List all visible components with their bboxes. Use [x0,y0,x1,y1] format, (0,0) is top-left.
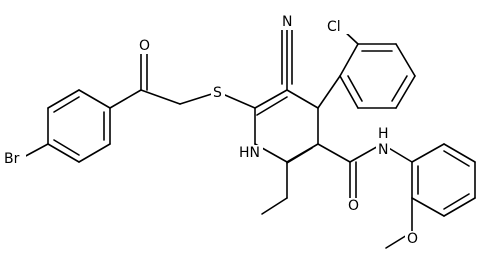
bond [317,143,351,163]
bond [78,143,111,163]
bromine-label: Br [4,151,20,167]
bond-network [21,27,476,249]
bond-inner [53,96,80,113]
chlorine-label: Cl [327,19,341,35]
bond-inner [443,193,470,210]
bond-br-c [21,143,49,159]
bond-ring [254,89,288,109]
amide-n-label: N [378,142,388,158]
bond [317,75,341,109]
bond-ring [286,89,319,109]
bond [339,43,359,77]
bond-ring-double [286,147,313,164]
atom-labels: Br O S N Cl HN H N O O [2,14,419,247]
bond [411,143,445,163]
bond-ring-double [256,96,288,116]
bond-inner [53,139,80,156]
bond [140,89,181,105]
bond [395,43,416,77]
bond-inner [391,75,408,102]
amide-nh-label: H [378,126,389,142]
bond [47,89,80,109]
ketone-oxygen-label: O [139,38,150,54]
bond [411,197,445,217]
nitrile-nitrogen-label: N [282,14,292,30]
bond [443,197,476,217]
bond [78,89,111,109]
bond-inner [443,150,470,167]
methoxy-oxygen-label: O [407,231,418,247]
bond [109,89,142,109]
bond [395,75,416,109]
sulfur-label: S [213,85,222,101]
bond-inner [347,75,363,102]
bond [339,75,359,109]
bond [47,143,80,163]
ring-nh-label: HN [239,145,260,161]
bond [443,143,476,163]
amide-oxygen-label: O [348,198,359,214]
bond-methyl [261,197,288,215]
